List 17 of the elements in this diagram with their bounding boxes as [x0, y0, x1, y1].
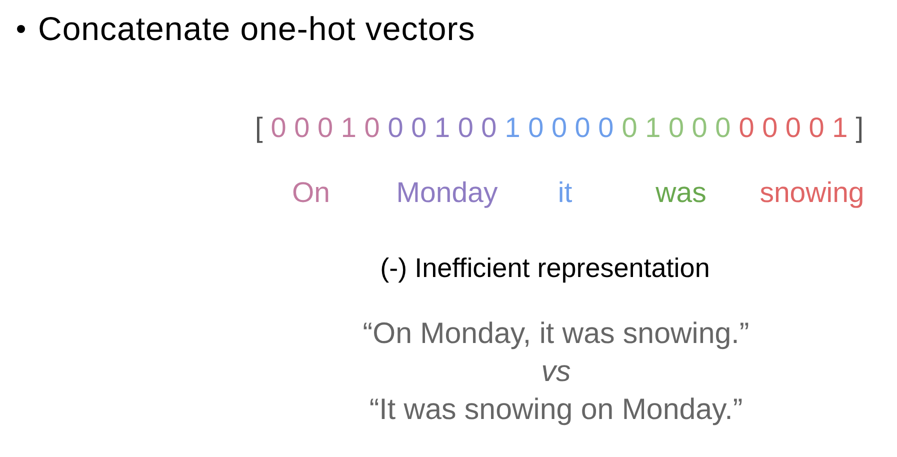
vector-digits: 0 0 0 0 1: [738, 111, 848, 145]
vector-digits: 0 0 0 1 0: [270, 111, 380, 145]
bracket: ]: [856, 111, 864, 145]
vector-digits: 0 0 1 0 0: [388, 111, 497, 145]
word-label: snowing: [760, 176, 864, 211]
vector-digits: 0 1 0 0 0: [622, 111, 731, 145]
comparison-text: vs: [541, 354, 571, 390]
word-label: Monday: [396, 176, 498, 211]
heading: Concatenate one-hot vectors: [38, 9, 476, 49]
note-text: (-) Inefficient representation: [380, 252, 710, 285]
example-sentence: “It was snowing on Monday.”: [369, 392, 743, 428]
vector-digits: 1 0 0 0 0: [504, 111, 614, 145]
word-label: On: [292, 176, 330, 211]
word-label: was: [656, 176, 706, 211]
word-label: it: [558, 176, 572, 211]
example-sentence: “On Monday, it was snowing.”: [362, 316, 750, 352]
bracket: [: [255, 111, 263, 145]
